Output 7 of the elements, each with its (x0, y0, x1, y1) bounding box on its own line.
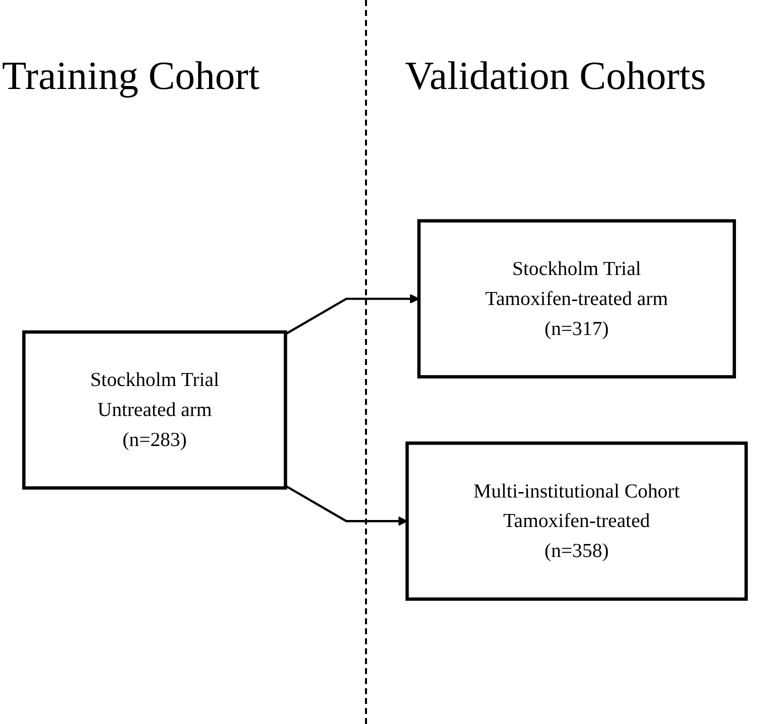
arrow (284, 484, 408, 526)
node-box: Multi-institutional Cohort Tamoxifen-treated (n=358) (404, 442, 748, 601)
column-heading: Training Cohort (2, 52, 260, 99)
node-box: Stockholm Trial Tamoxifen-treated arm (n=317) (416, 219, 736, 378)
arrow (284, 294, 419, 336)
column-heading: Validation Cohorts (405, 52, 706, 99)
node-box: Stockholm Trial Untreated arm (n=283) (22, 330, 287, 490)
